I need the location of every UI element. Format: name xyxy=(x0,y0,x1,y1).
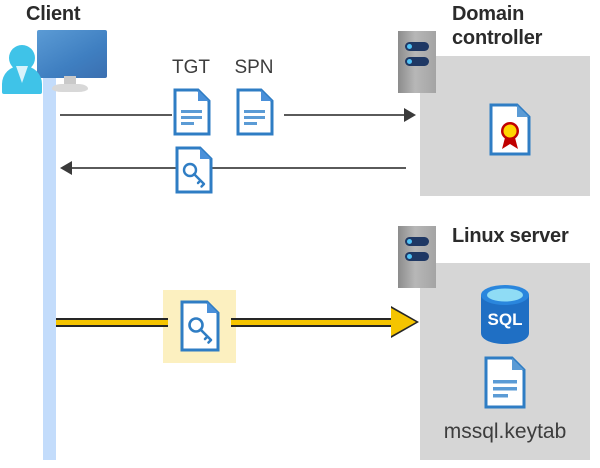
request-arrow-segment-right xyxy=(284,114,404,116)
response-arrow-line xyxy=(72,167,406,169)
request-arrow-head xyxy=(404,108,416,122)
certificate-document-icon xyxy=(489,103,531,156)
document-lines-icon xyxy=(236,88,274,136)
request-arrow-segment-left xyxy=(60,114,172,116)
service-ticket-arrow-head xyxy=(391,308,416,336)
document-lines-icon xyxy=(173,88,211,136)
sql-database-icon: SQL xyxy=(478,283,532,345)
response-arrow-head xyxy=(60,161,72,175)
document-icon xyxy=(484,356,526,409)
monitor-icon xyxy=(37,30,107,78)
service-ticket-arrow-segment-left xyxy=(56,318,168,327)
keytab-filename-label: mssql.keytab xyxy=(443,420,567,443)
client-lifeline xyxy=(43,68,56,460)
server-rack-icon xyxy=(398,31,436,93)
user-collar-icon xyxy=(16,66,28,83)
monitor-stand-icon xyxy=(64,76,76,86)
monitor-base-icon xyxy=(52,84,88,92)
tgt-label: TGT xyxy=(172,57,210,78)
domain-controller-title: Domain controller xyxy=(452,3,543,49)
linux-server-title: Linux server xyxy=(452,225,569,247)
document-key-icon xyxy=(175,146,213,194)
svg-text:SQL: SQL xyxy=(488,310,523,329)
spn-label: SPN xyxy=(234,57,274,78)
document-key-icon xyxy=(180,300,220,352)
server-rack-icon xyxy=(398,226,436,288)
service-ticket-arrow-segment-right xyxy=(231,318,394,327)
client-title: Client xyxy=(26,3,81,25)
